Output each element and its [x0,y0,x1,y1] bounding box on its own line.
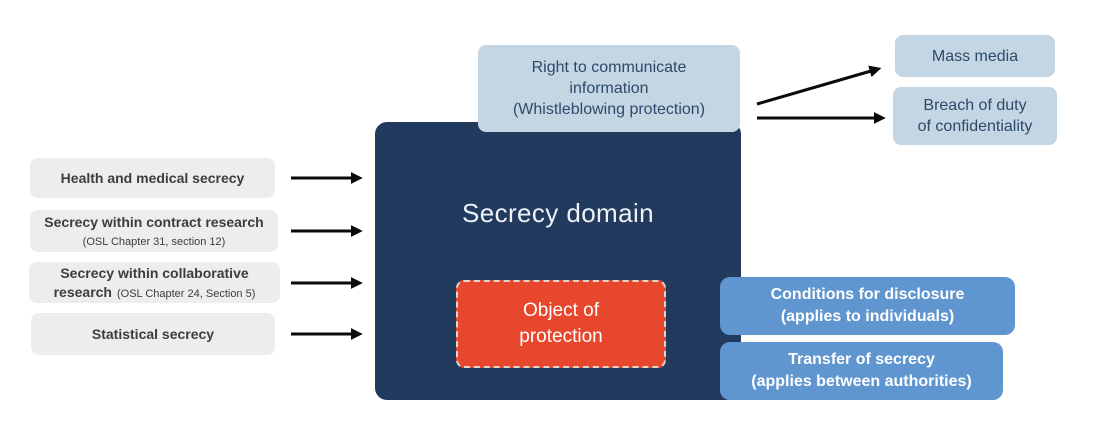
transfer-line: Transfer of secrecy [788,351,935,368]
box-label: Secrecy within contract research [44,213,263,232]
transfer-line: (applies between authorities) [751,373,972,390]
breach-line: of confidentiality [917,118,1033,135]
breach-of-duty-box: Breach of duty of confidentiality [893,87,1057,145]
breach-line: Breach of duty [923,97,1027,114]
input-box-statistical-secrecy: Statistical secrecy [31,313,275,355]
box-label: research (OSL Chapter 24, Section 5) [54,283,256,302]
box-label-text: research [53,283,112,300]
box-label: Health and medical secrecy [61,169,245,188]
object-of-protection-line: Object of [522,300,600,321]
mass-media-box: Mass media [895,35,1055,77]
conditions-line: (applies to individuals) [780,308,955,325]
conditions-for-disclosure-box: Conditions for disclosure (applies to in… [720,277,1015,335]
box-label-text: Statistical secrecy [91,325,215,342]
box-label: Secrecy within collaborative [60,264,248,283]
box-label-text: Secrecy within collaborative [60,264,249,281]
box-label-text: Health and medical secrecy [60,169,245,186]
box-label: Statistical secrecy [92,325,214,344]
transfer-of-secrecy-box: Transfer of secrecy (applies between aut… [720,342,1003,400]
object-of-protection-line: protection [519,326,603,347]
whistleblowing-line: Right to communicate [531,59,687,76]
box-note-text: (OSL Chapter 31, section 12) [82,235,226,248]
box-sublabel: (OSL Chapter 31, section 12) [83,232,226,250]
whistleblowing-line: (Whistleblowing protection) [512,101,706,118]
object-of-protection-box: Object of protection [456,280,666,368]
input-box-health-medical-secrecy: Health and medical secrecy [30,158,275,198]
box-note-text: (OSL Chapter 24, Section 5) [117,287,256,300]
box-label-text: Secrecy within contract research [44,213,264,230]
input-box-collaborative-research: Secrecy within collaborative research (OS… [29,262,280,303]
mass-media-label: Mass media [931,47,1019,65]
secrecy-domain-title: Secrecy domain [461,198,655,228]
whistleblowing-line: information [569,80,649,97]
input-box-contract-research: Secrecy within contract research (OSL Ch… [30,210,278,252]
conditions-line: Conditions for disclosure [770,286,965,303]
whistleblowing-box: Right to communicate information (Whistl… [478,45,740,132]
secrecy-domain-box: Secrecy domain Object of protection [375,122,741,400]
arrow-whistleblowing-to-mass-media [756,65,882,106]
